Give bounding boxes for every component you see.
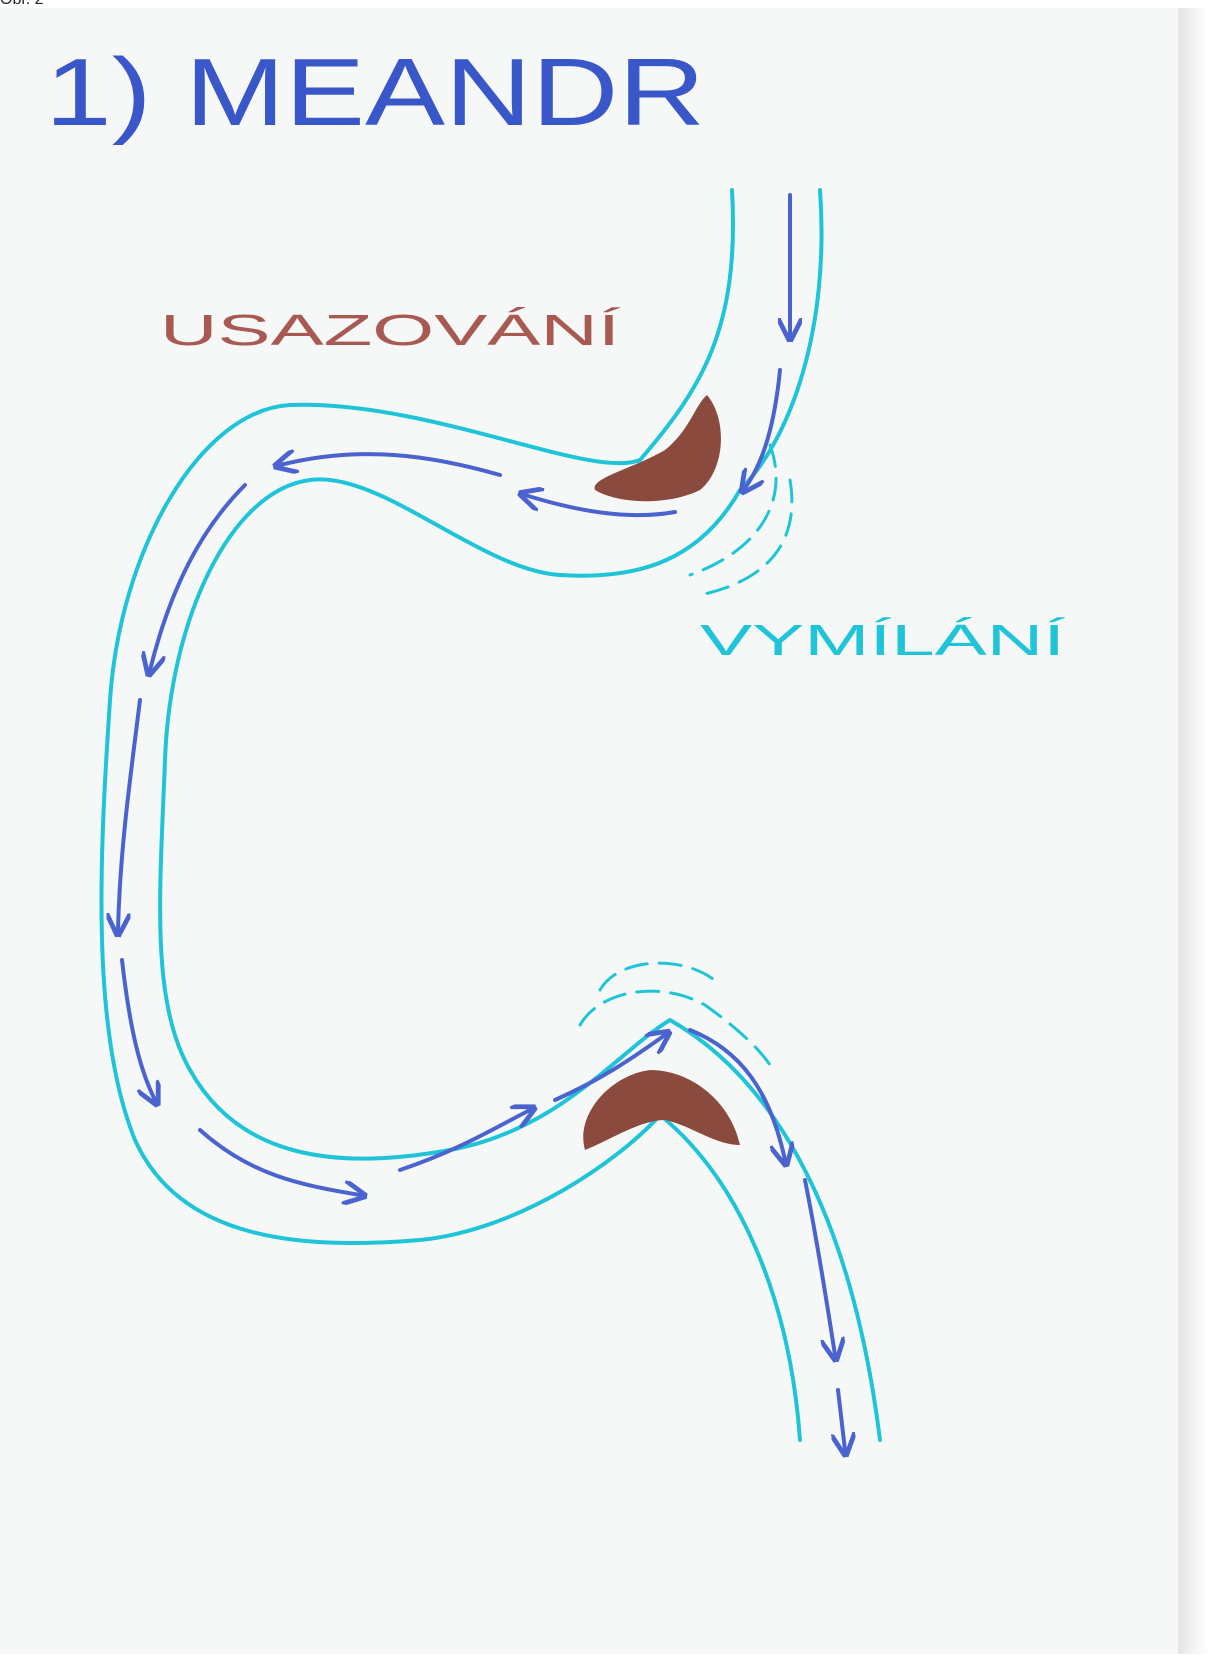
diagram-title: 1) MEANDR xyxy=(45,39,705,146)
arrow-icon xyxy=(122,960,155,1100)
deposition-label: USAZOVÁNÍ xyxy=(160,306,621,355)
arrow-icon xyxy=(400,1110,530,1170)
erosion-label: VYMÍLÁNÍ xyxy=(700,616,1066,665)
erosion-mark-lower-2 xyxy=(600,963,720,990)
arrow-icon xyxy=(150,485,245,670)
river-banks xyxy=(101,190,880,1440)
arrow-icon xyxy=(118,700,140,930)
sediment-bar-lower xyxy=(583,1070,740,1150)
sediment-bar-upper xyxy=(595,395,721,501)
river-bank-inner xyxy=(160,190,880,1440)
arrow-icon xyxy=(200,1130,360,1195)
erosion-mark-lower-1 xyxy=(580,991,770,1065)
erosion-marks xyxy=(580,445,792,1065)
arrow-icon xyxy=(838,1390,845,1450)
arrow-icon xyxy=(280,454,500,475)
erosion-mark-upper-2 xyxy=(700,480,792,595)
river-bank-outer xyxy=(101,190,800,1440)
flow-arrows xyxy=(118,195,845,1450)
arrow-icon xyxy=(745,370,780,488)
